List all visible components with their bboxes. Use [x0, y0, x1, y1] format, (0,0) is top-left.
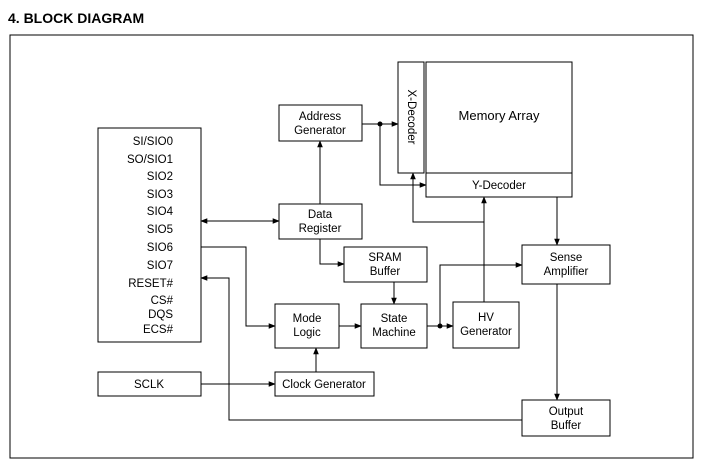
- clock-generator-block: Clock Generator: [274, 371, 375, 397]
- address-generator-block: Address Generator: [278, 104, 363, 142]
- sclk-label: SCLK: [134, 379, 164, 391]
- output-buffer-block: Output Buffer: [521, 399, 611, 437]
- pin-label: SI/SIO0: [133, 136, 173, 148]
- x-decoder-block: X-Decoder: [397, 61, 425, 174]
- output-buffer-label: Buffer: [551, 420, 582, 432]
- y-decoder-label: Y-Decoder: [472, 180, 526, 192]
- sclk-block: SCLK: [97, 371, 202, 397]
- pin-block: SI/SIO0 SO/SIO1 SIO2 SIO3 SIO4 SIO5 SIO6…: [97, 127, 202, 343]
- sense-amplifier-label: Amplifier: [544, 266, 589, 278]
- memory-array-label: Memory Array: [459, 108, 540, 123]
- state-machine-block: State Machine: [360, 303, 428, 349]
- mode-logic-block: Mode Logic: [274, 303, 340, 349]
- data-register-label: Data: [308, 209, 333, 221]
- data-register-block: Data Register: [278, 203, 363, 240]
- state-machine-label: State: [381, 313, 408, 325]
- mode-logic-label: Mode: [293, 313, 322, 325]
- mode-logic-label: Logic: [293, 327, 321, 339]
- sio6-to-mode-logic-wire: [201, 246, 276, 329]
- pin-label: SIO7: [147, 260, 173, 272]
- diagram-frame: [9, 34, 694, 459]
- sense-amplifier-label: Sense: [550, 252, 583, 264]
- pin-label: ECS#: [143, 324, 174, 336]
- pin-label: SIO4: [147, 206, 174, 218]
- address-generator-label: Generator: [294, 125, 346, 137]
- data-register-label: Register: [299, 223, 342, 235]
- pin-label: CS#: [151, 295, 174, 307]
- pin-label: RESET#: [128, 278, 173, 290]
- data-register-to-sram-wire: [319, 239, 345, 267]
- hv-generator-label: HV: [478, 312, 494, 324]
- pin-label: SIO5: [147, 224, 173, 236]
- memory-array-block: Memory Array: [425, 61, 573, 174]
- output-buffer-label: Output: [549, 406, 584, 418]
- output-to-pins-wire: [200, 275, 522, 421]
- pin-label: DQS: [148, 309, 173, 321]
- pin-label: SIO6: [147, 242, 173, 254]
- pin-label: SIO2: [147, 171, 173, 183]
- sram-buffer-block: SRAM Buffer: [343, 246, 428, 283]
- address-generator-label: Address: [299, 111, 341, 123]
- y-decoder-block: Y-Decoder: [425, 172, 573, 198]
- hv-generator-label: Generator: [460, 326, 512, 338]
- hv-to-x-decoder-wire: [410, 172, 484, 223]
- pin-label: SO/SIO1: [127, 154, 173, 166]
- state-machine-label: Machine: [372, 327, 415, 339]
- sense-amplifier-block: Sense Amplifier: [521, 244, 611, 285]
- sram-buffer-label: SRAM: [368, 252, 401, 264]
- pin-label: SIO3: [147, 189, 173, 201]
- sram-buffer-label: Buffer: [370, 266, 401, 278]
- address-to-y-decoder-wire: [379, 124, 427, 188]
- x-decoder-label: X-Decoder: [405, 90, 417, 145]
- diagram-heading: 4. BLOCK DIAGRAM: [8, 10, 145, 26]
- state-machine-to-sense-wire: [439, 262, 523, 326]
- clock-generator-label: Clock Generator: [282, 379, 366, 391]
- hv-generator-block: HV Generator: [452, 301, 520, 349]
